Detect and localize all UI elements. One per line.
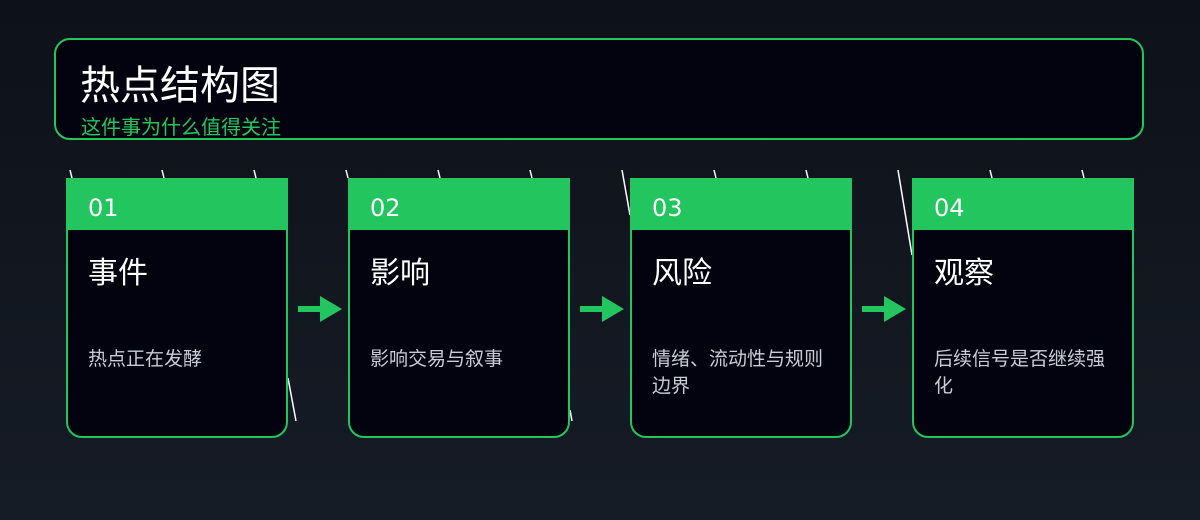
step-card-2: 02 影响 影响交易与叙事 [348,178,570,438]
arrow-right-icon [580,296,624,322]
step-title: 观察 [934,256,994,291]
step-card-header: 03 [632,180,850,230]
step-title: 影响 [370,256,430,291]
step-description: 影响交易与叙事 [370,348,504,370]
step-card-header: 02 [350,180,568,230]
step-number: 04 [934,194,965,222]
page-title: 热点结构图 [80,63,280,109]
step-card-4: 04 观察 后续信号是否继续强化 [912,178,1134,438]
step-title: 风险 [652,256,712,291]
step-description: 情绪、流动性与规则边界 [652,348,824,397]
step-number: 01 [88,194,119,222]
step-card-3: 03 风险 情绪、流动性与规则边界 [630,178,852,438]
arrow-right-icon [862,296,906,322]
step-description: 热点正在发酵 [88,348,203,370]
step-card-header: 04 [914,180,1132,230]
step-title: 事件 [88,256,148,291]
arrow-right-icon [298,296,342,322]
step-card-header: 01 [68,180,286,230]
page-subtitle: 这件事为什么值得关注 [81,115,281,139]
header-panel: 热点结构图 这件事为什么值得关注 [54,38,1144,140]
step-card-1: 01 事件 热点正在发酵 [66,178,288,438]
step-description: 后续信号是否继续强化 [934,348,1106,397]
step-number: 03 [652,194,683,222]
step-number: 02 [370,194,401,222]
